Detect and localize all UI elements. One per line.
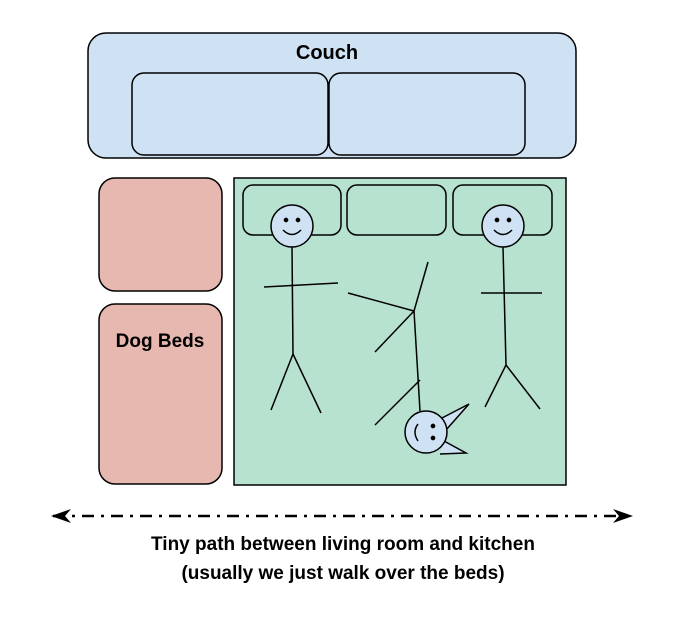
pillow-middle bbox=[346, 184, 447, 236]
cat-icon bbox=[347, 261, 470, 455]
couch-label: Couch bbox=[296, 42, 358, 64]
caption-line-1: Tiny path between living room and kitche… bbox=[151, 534, 535, 555]
dog-beds: Dog Beds bbox=[98, 177, 223, 485]
caption-line-2: (usually we just walk over the beds) bbox=[181, 563, 504, 584]
stick-figure-right-icon bbox=[481, 204, 542, 410]
face-left bbox=[270, 204, 314, 248]
dog-bed-top bbox=[98, 177, 223, 292]
stick-figure-icon bbox=[263, 204, 339, 414]
dog-bed-bottom bbox=[98, 303, 223, 485]
couch: Couch bbox=[87, 32, 577, 159]
face-right bbox=[481, 204, 525, 248]
couch-cushion-left bbox=[131, 72, 329, 156]
face-middle bbox=[404, 410, 448, 454]
couch-cushion-right bbox=[328, 72, 526, 156]
dog-beds-label: Dog Beds bbox=[116, 331, 205, 352]
